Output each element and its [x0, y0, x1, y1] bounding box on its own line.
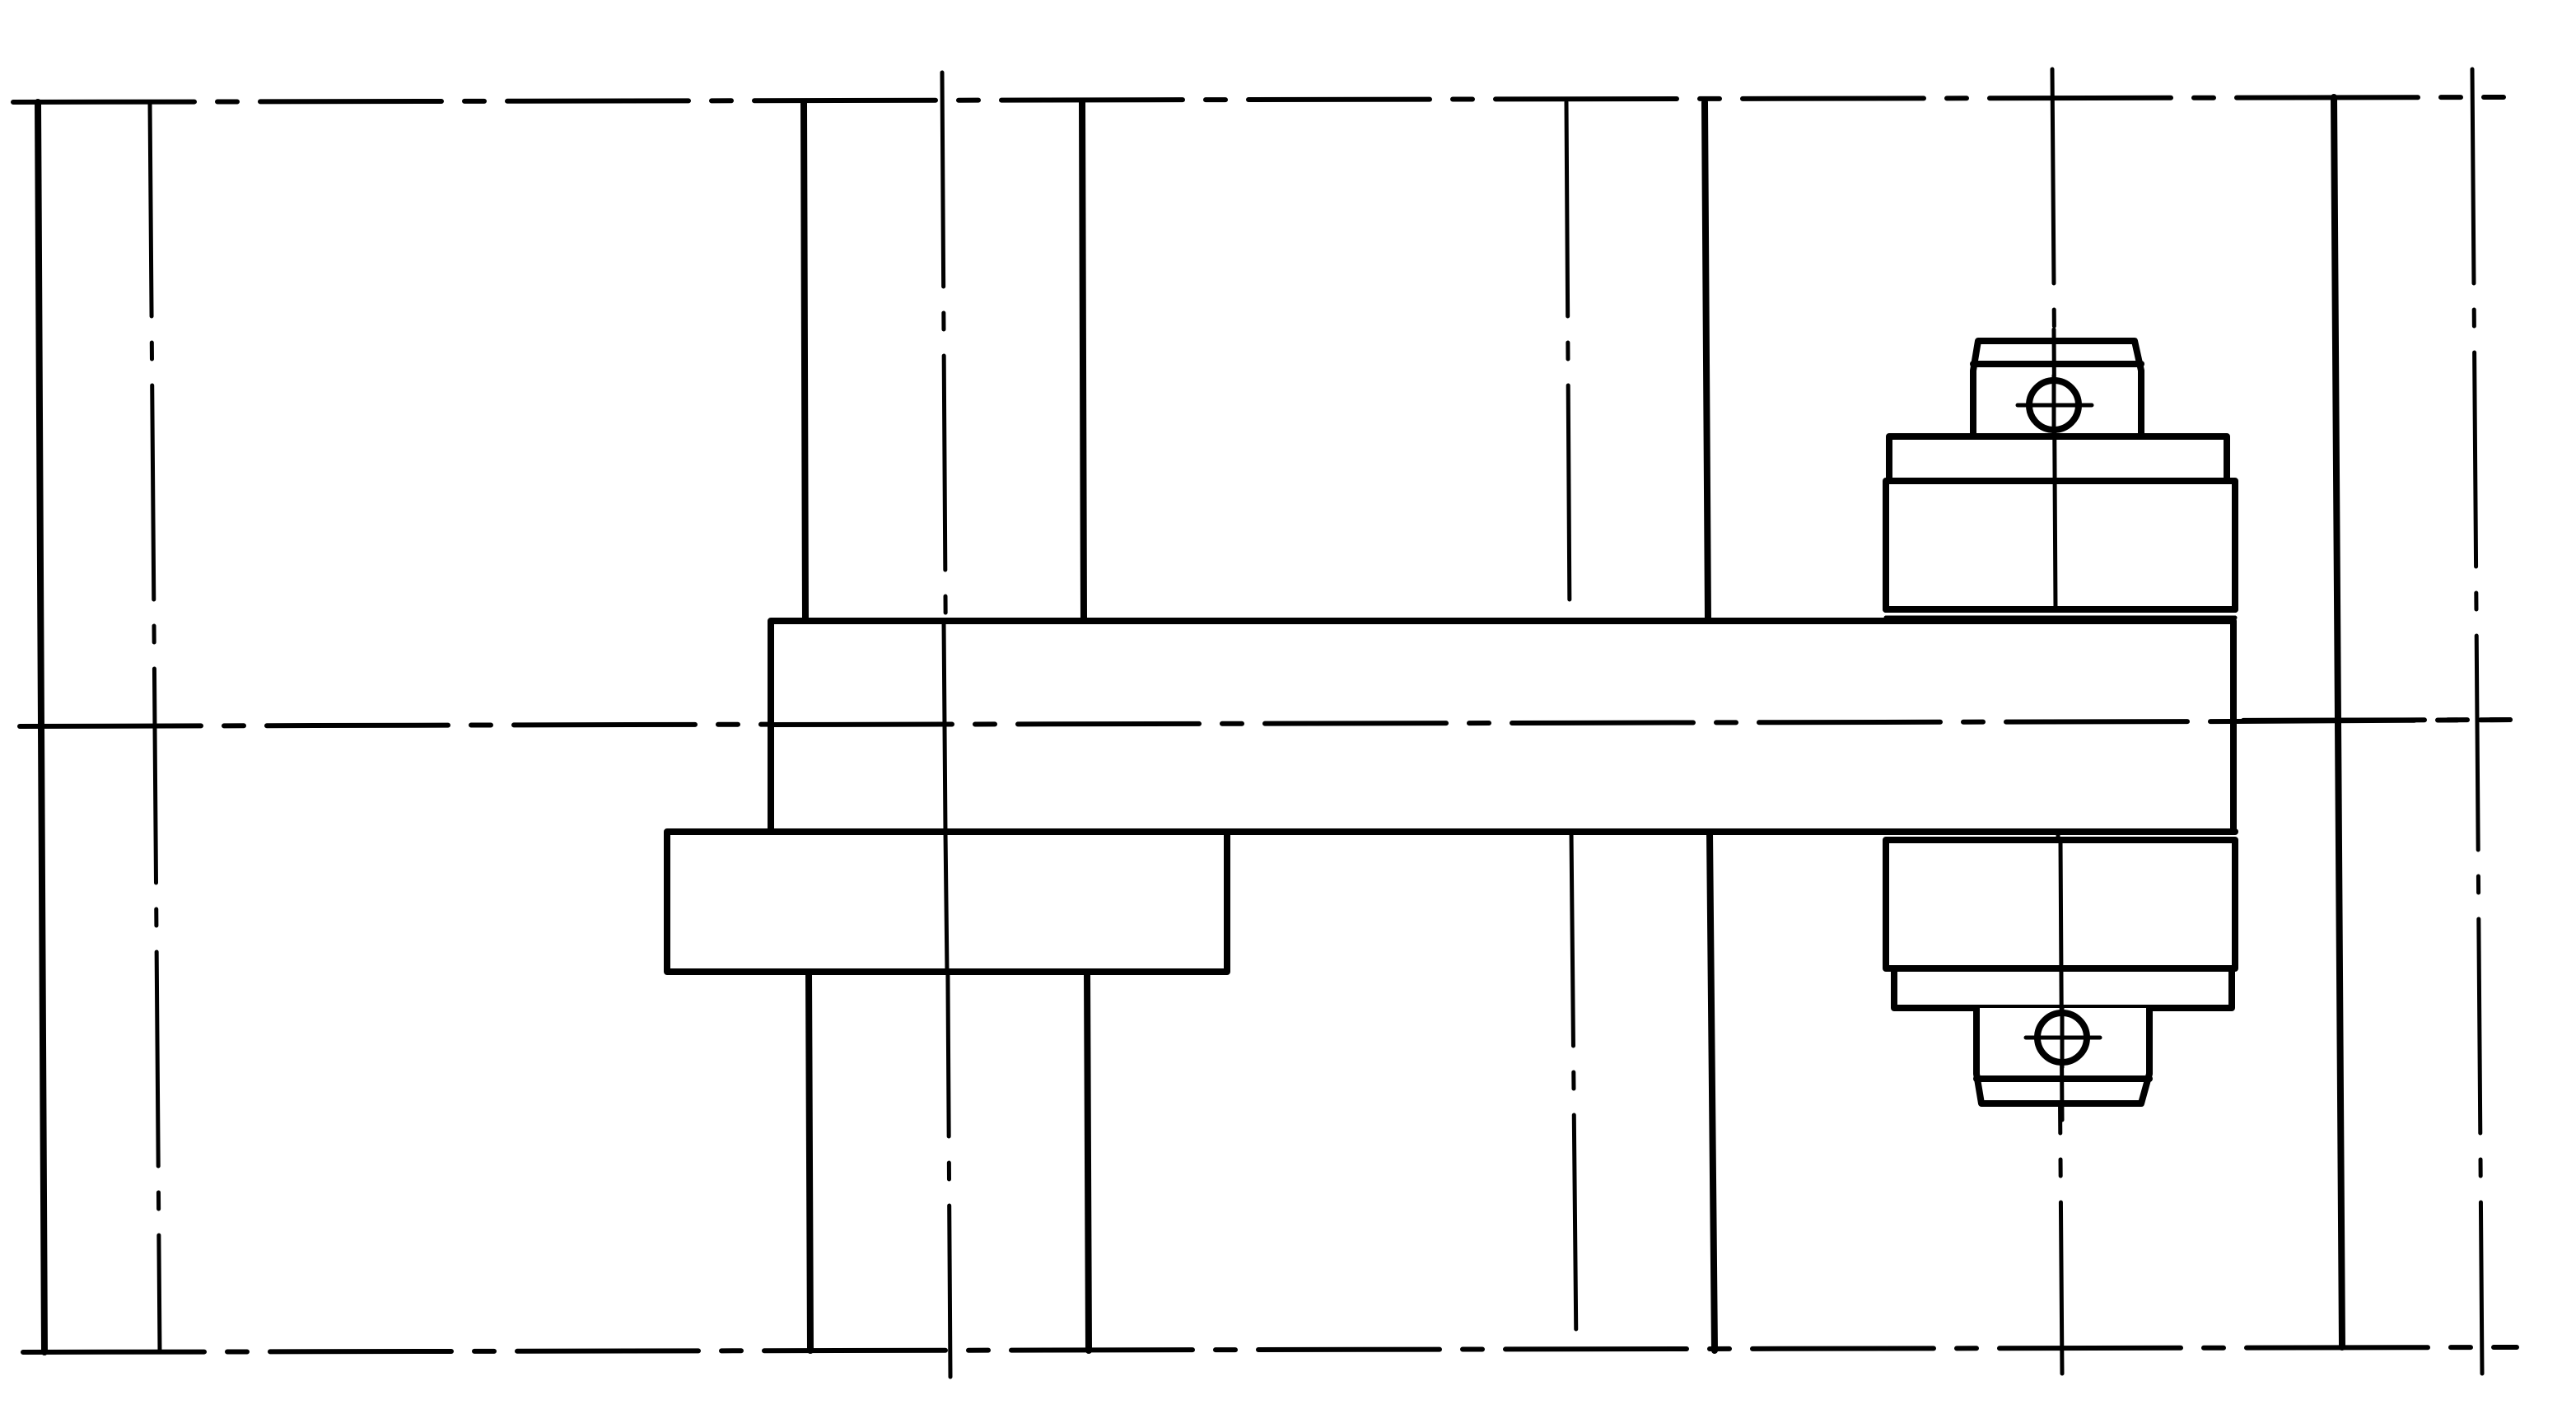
left-plate-edge-2-lower — [1084, 968, 1092, 1354]
left-plate-edge-1-lower — [805, 968, 814, 1354]
middle-edge-upper — [1701, 99, 1711, 624]
lower-bearing-housing — [1883, 828, 2238, 1122]
top-centerline — [11, 95, 2506, 105]
middle-axis-lower — [1569, 829, 1579, 1353]
lower-housing-axis — [2058, 837, 2065, 1122]
bottom-centerline — [21, 1345, 2519, 1355]
left-plate-edge-2-upper — [1079, 99, 1087, 624]
left-frame-axis — [147, 100, 162, 1355]
upper-cap — [1886, 433, 2230, 484]
left-frame-edge — [35, 99, 48, 1355]
upper-housing-axis-a — [2051, 327, 2058, 612]
main-beam — [768, 618, 2237, 835]
upper-bearing-housing — [1883, 327, 2238, 620]
right-frame-axis — [2470, 67, 2485, 1376]
middle-edge-lower — [1706, 828, 1718, 1354]
housing-centerline — [2231, 717, 2513, 724]
middle-axis-upper — [1564, 100, 1572, 623]
left-plate-edge-1-upper — [800, 99, 809, 624]
upper-body — [1883, 478, 2238, 613]
left-plate-axis-over-beam — [941, 618, 948, 834]
hub-axis — [943, 829, 950, 974]
